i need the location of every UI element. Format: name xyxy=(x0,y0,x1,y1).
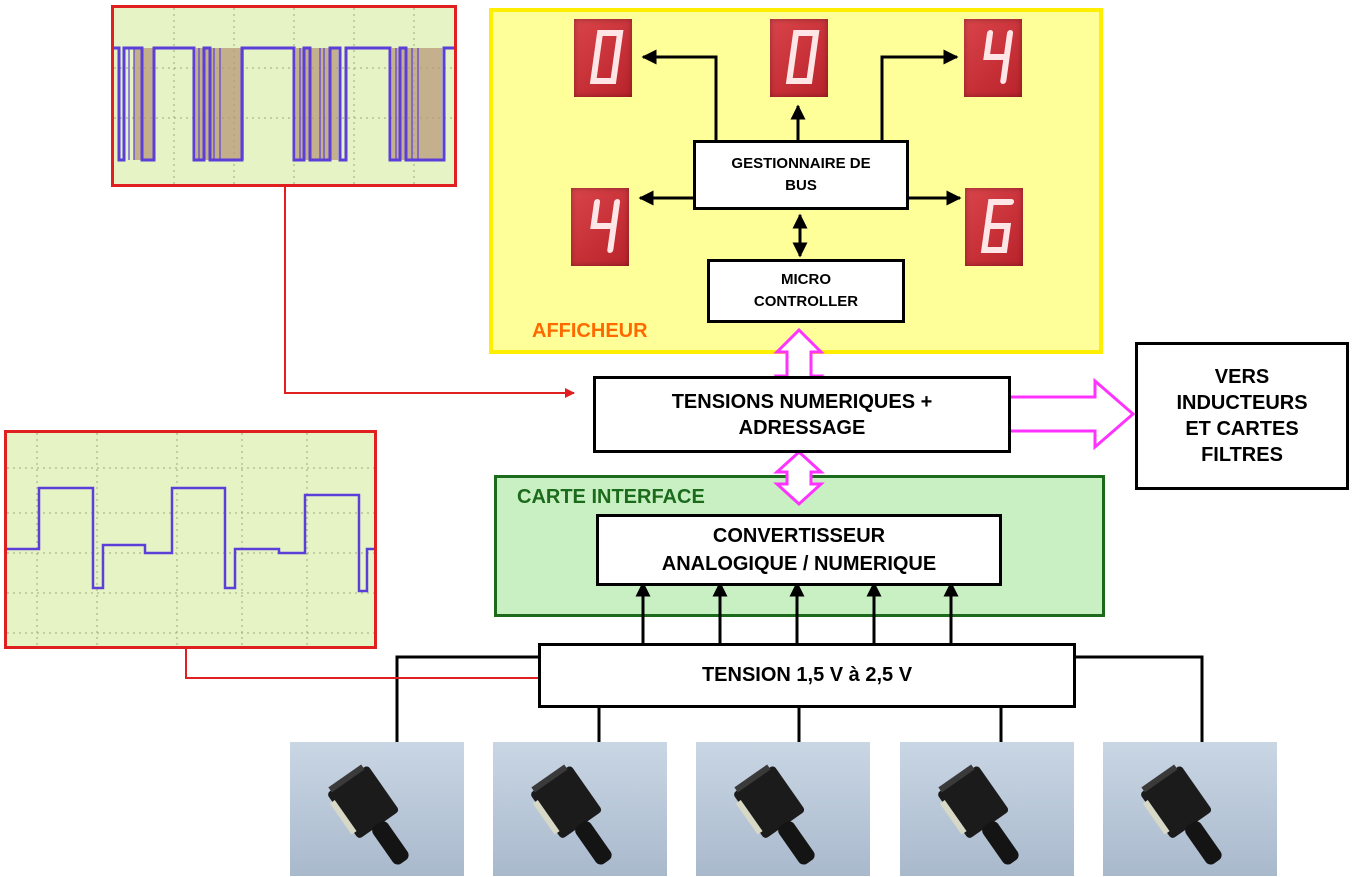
oscilloscope-trace-icon xyxy=(114,8,454,184)
wire-pot-1 xyxy=(397,657,540,742)
digit-0-glyph xyxy=(770,19,828,97)
seven-segment-display-1 xyxy=(574,19,632,97)
arrow-bus-to-digit-1 xyxy=(643,57,716,140)
potentiometer-icon xyxy=(900,742,1074,876)
digit-4-glyph xyxy=(571,188,629,266)
oscilloscope-digital xyxy=(111,5,457,187)
bus-manager-line1: GESTIONNAIRE DE xyxy=(731,153,870,175)
potentiometer-2 xyxy=(493,742,667,876)
oscilloscope-trace-icon xyxy=(7,433,374,646)
digit-4-glyph xyxy=(964,19,1022,97)
potentiometer-icon xyxy=(696,742,870,876)
seven-segment-display-2 xyxy=(770,19,828,97)
oscilloscope-analog xyxy=(4,430,377,649)
wire-pot-5 xyxy=(1074,657,1202,742)
microcontroller-box: MICRO CONTROLLER xyxy=(707,259,905,323)
converter-box: CONVERTISSEUR ANALOGIQUE / NUMERIQUE xyxy=(596,514,1002,586)
tensions-numeriques-line1: TENSIONS NUMERIQUES + xyxy=(672,389,933,415)
arrow-bus-to-digit-3 xyxy=(882,57,957,140)
microcontroller-line1: MICRO xyxy=(781,269,831,291)
seven-segment-display-4 xyxy=(571,188,629,266)
vers-line3: ET CARTES xyxy=(1185,416,1298,442)
probe-digital xyxy=(285,186,574,393)
vers-line4: FILTRES xyxy=(1201,442,1283,468)
bus-arrow-vers xyxy=(1011,381,1133,447)
vers-inducteurs-box: VERS INDUCTEURS ET CARTES FILTRES xyxy=(1135,342,1349,490)
tensions-numeriques-line2: ADRESSAGE xyxy=(739,415,866,441)
tension-box: TENSION 1,5 V à 2,5 V xyxy=(538,643,1076,708)
microcontroller-line2: CONTROLLER xyxy=(754,291,858,313)
potentiometer-5 xyxy=(1103,742,1277,876)
converter-line2: ANALOGIQUE / NUMERIQUE xyxy=(662,550,936,578)
vers-line1: VERS xyxy=(1215,364,1269,390)
digit-6-glyph xyxy=(965,188,1023,266)
tensions-numeriques-box: TENSIONS NUMERIQUES + ADRESSAGE xyxy=(593,376,1011,453)
bus-arrow-interface xyxy=(777,452,821,504)
potentiometer-icon xyxy=(1103,742,1277,876)
tension-label: TENSION 1,5 V à 2,5 V xyxy=(702,664,912,687)
potentiometer-4 xyxy=(900,742,1074,876)
converter-line1: CONVERTISSEUR xyxy=(713,522,885,550)
potentiometer-3 xyxy=(696,742,870,876)
seven-segment-display-3 xyxy=(964,19,1022,97)
digit-0-glyph xyxy=(574,19,632,97)
seven-segment-display-5 xyxy=(965,188,1023,266)
potentiometer-icon xyxy=(493,742,667,876)
bus-manager-box: GESTIONNAIRE DE BUS xyxy=(693,140,909,210)
potentiometer-1 xyxy=(290,742,464,876)
vers-line2: INDUCTEURS xyxy=(1176,390,1307,416)
bus-manager-line2: BUS xyxy=(785,175,817,197)
potentiometer-icon xyxy=(290,742,464,876)
